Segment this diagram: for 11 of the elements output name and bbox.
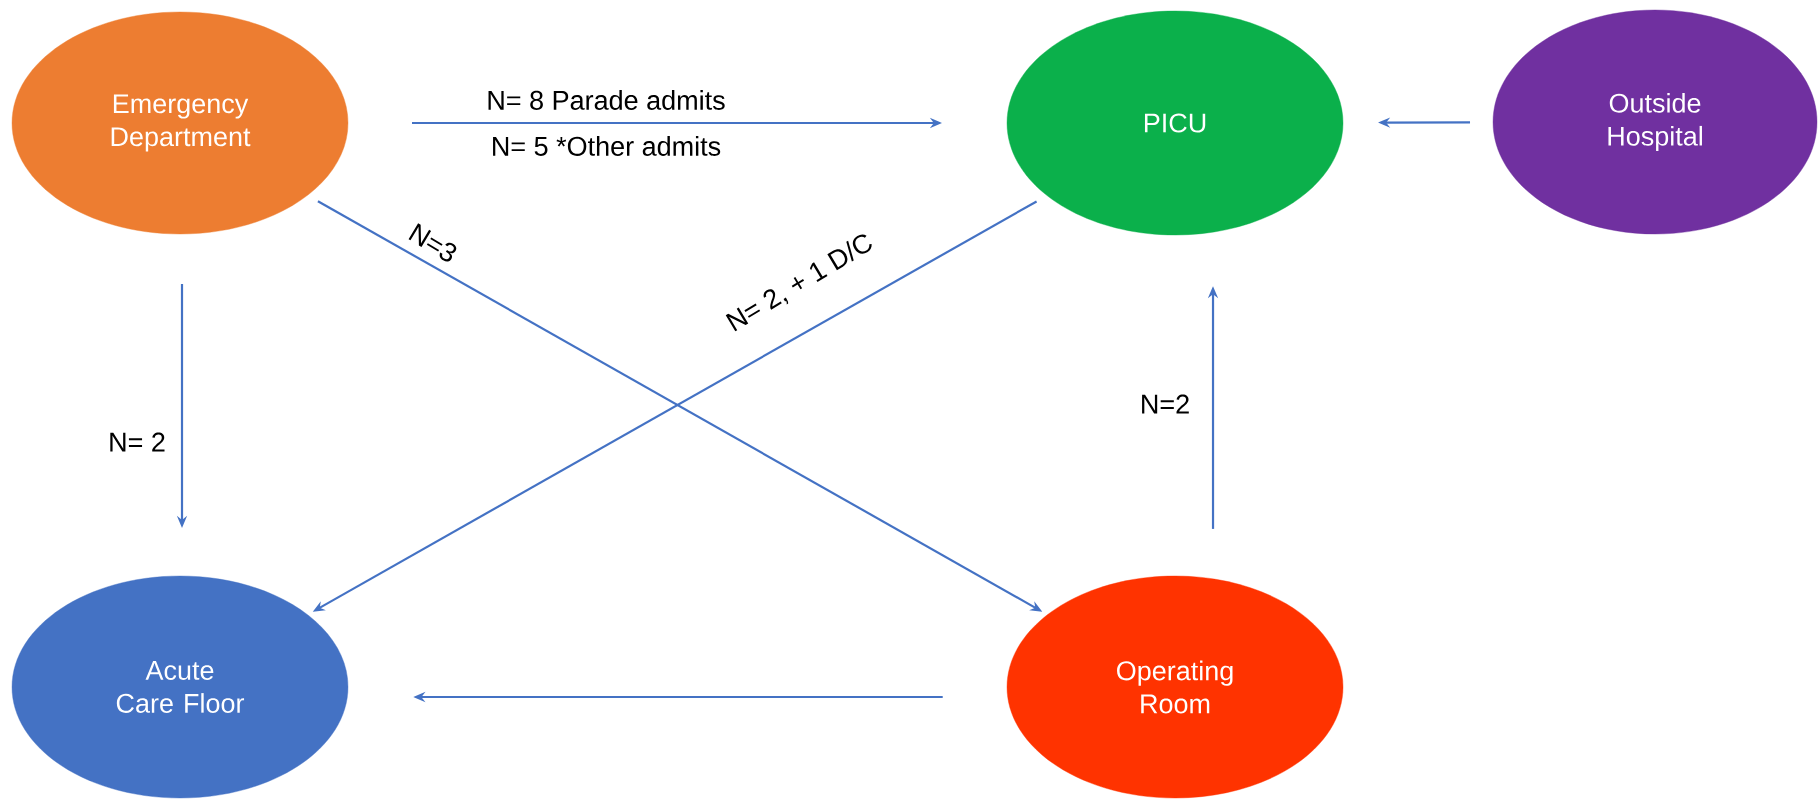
- ellipse-node: Emergency Department: [11, 11, 349, 235]
- edge-label: N= 8 Parade admits: [484, 88, 728, 112]
- ellipse-node: Acute Care Floor: [11, 575, 349, 799]
- ellipse-node: Operating Room: [1006, 575, 1344, 799]
- ellipse-node: PICU: [1006, 10, 1344, 236]
- edge-label: N= 2, + 1 D/C: [720, 227, 880, 339]
- edge-label: N=2: [1137, 392, 1193, 416]
- annotation-text: N= 5 *Other admits: [488, 134, 724, 158]
- edge-label: N= 2: [106, 430, 168, 454]
- ellipse-node: Outside Hospital: [1492, 9, 1818, 235]
- edge-label: N=3: [403, 219, 463, 267]
